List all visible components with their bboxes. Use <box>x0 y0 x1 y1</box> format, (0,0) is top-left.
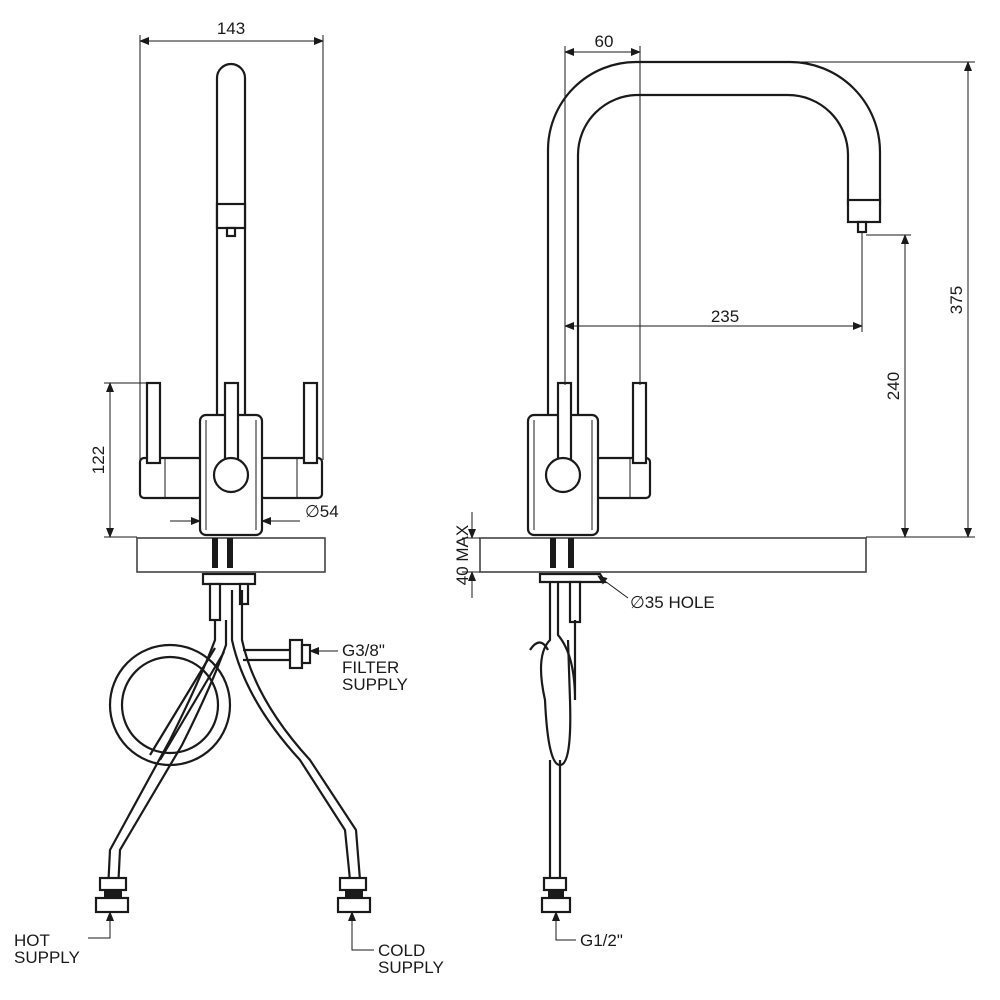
hot-label-2: SUPPLY <box>14 948 80 967</box>
filter-label-1: G3/8" <box>342 641 385 660</box>
side-spout <box>546 60 882 415</box>
front-aerator <box>215 202 247 230</box>
front-coiled-hose <box>108 643 232 767</box>
front-center-lever <box>223 381 240 465</box>
front-left-lever <box>145 381 162 465</box>
dim-offset: 60 <box>595 32 614 51</box>
dim-reach: 235 <box>711 307 739 326</box>
front-right-lever <box>302 381 319 465</box>
front-view: 143 122 ∅54 G3/8" FILTER SUPPLY HOT SUPP… <box>14 19 444 977</box>
dim-total-height: 375 <box>947 286 966 314</box>
cold-label-2: SUPPLY <box>378 958 444 977</box>
hole-label: ∅35 HOLE <box>630 593 715 612</box>
dim-width: 143 <box>217 19 245 38</box>
connection-label: G1/2" <box>580 931 623 950</box>
cold-label-1: COLD <box>378 941 425 960</box>
side-worktop <box>479 537 867 573</box>
dim-lever-height: 122 <box>89 446 108 474</box>
filter-label-2: FILTER <box>342 658 399 677</box>
dim-body-diameter: ∅54 <box>305 502 339 521</box>
side-view: 60 375 235 240 40 MAX ∅35 HOLE G1/2" <box>453 32 975 950</box>
side-aerator <box>846 198 882 224</box>
filter-label-3: SUPPLY <box>342 675 408 694</box>
hot-label-1: HOT <box>14 931 50 950</box>
dim-deck-thickness: 40 MAX <box>453 525 472 585</box>
dim-spout-height: 240 <box>884 372 903 400</box>
front-spout <box>215 62 247 415</box>
